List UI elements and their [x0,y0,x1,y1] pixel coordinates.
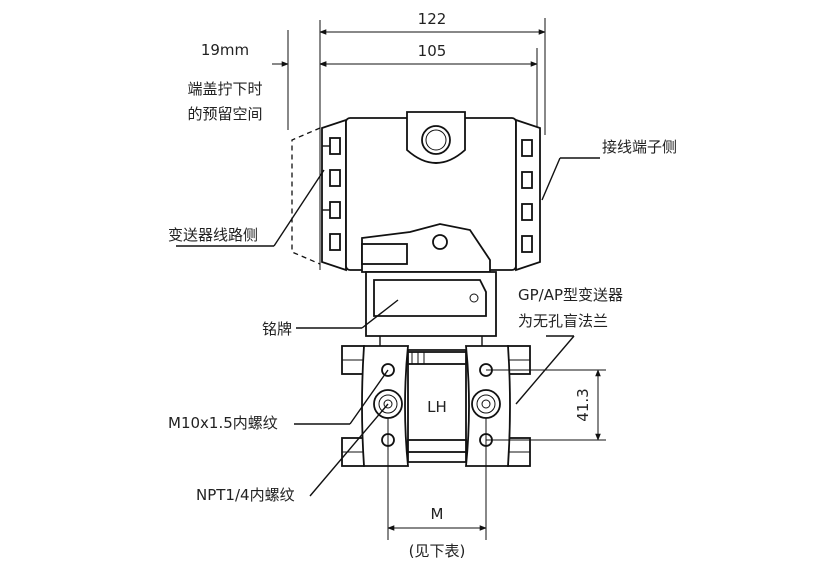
gp-ap-text-1: GP/AP型变送器 [518,286,623,304]
npt-thread-text: NPT1/4内螺纹 [196,486,295,504]
transmitter-housing [321,111,541,273]
dimension-105-text: 105 [418,42,447,60]
nameplate-block [365,271,497,348]
dimension-105: 105 [319,42,538,128]
terminal-side-text: 接线端子侧 [602,138,677,156]
dimension-122: 122 [319,10,546,270]
dimension-122-text: 122 [418,10,447,28]
gp-ap-text-2: 为无孔盲法兰 [518,312,608,330]
dimension-m: M (见下表) [387,418,487,560]
label-nameplate: 铭牌 [262,299,399,338]
circuit-side-text: 变送器线路侧 [168,226,258,244]
label-circuit-side: 变送器线路侧 [168,169,325,247]
label-m10-thread: M10x1.5内螺纹 [168,369,389,432]
removed-cap-outline [291,127,321,265]
dimension-19mm: 19mm 端盖拧下时 的预留空间 [187,30,336,130]
cap-clearance-text-2: 端盖拧下时 [187,80,262,98]
label-npt-thread: NPT1/4内螺纹 [196,403,389,504]
dimension-41-3-text: 41.3 [574,388,592,421]
cap-clearance-text-1: 19mm [201,41,249,59]
label-terminal-side: 接线端子侧 [541,138,677,201]
dimension-m-text: M [431,505,444,523]
cap-clearance-text-3: 的预留空间 [187,105,262,123]
m10-thread-text: M10x1.5内螺纹 [168,414,278,432]
flange-assembly: LH [341,345,531,467]
lh-mark: LH [427,398,447,416]
label-gp-ap: GP/AP型变送器 为无孔盲法兰 [515,286,623,405]
nameplate-text: 铭牌 [262,320,292,338]
dimension-41-3: 41.3 [486,369,606,441]
dimension-m-note: (见下表) [409,542,466,560]
